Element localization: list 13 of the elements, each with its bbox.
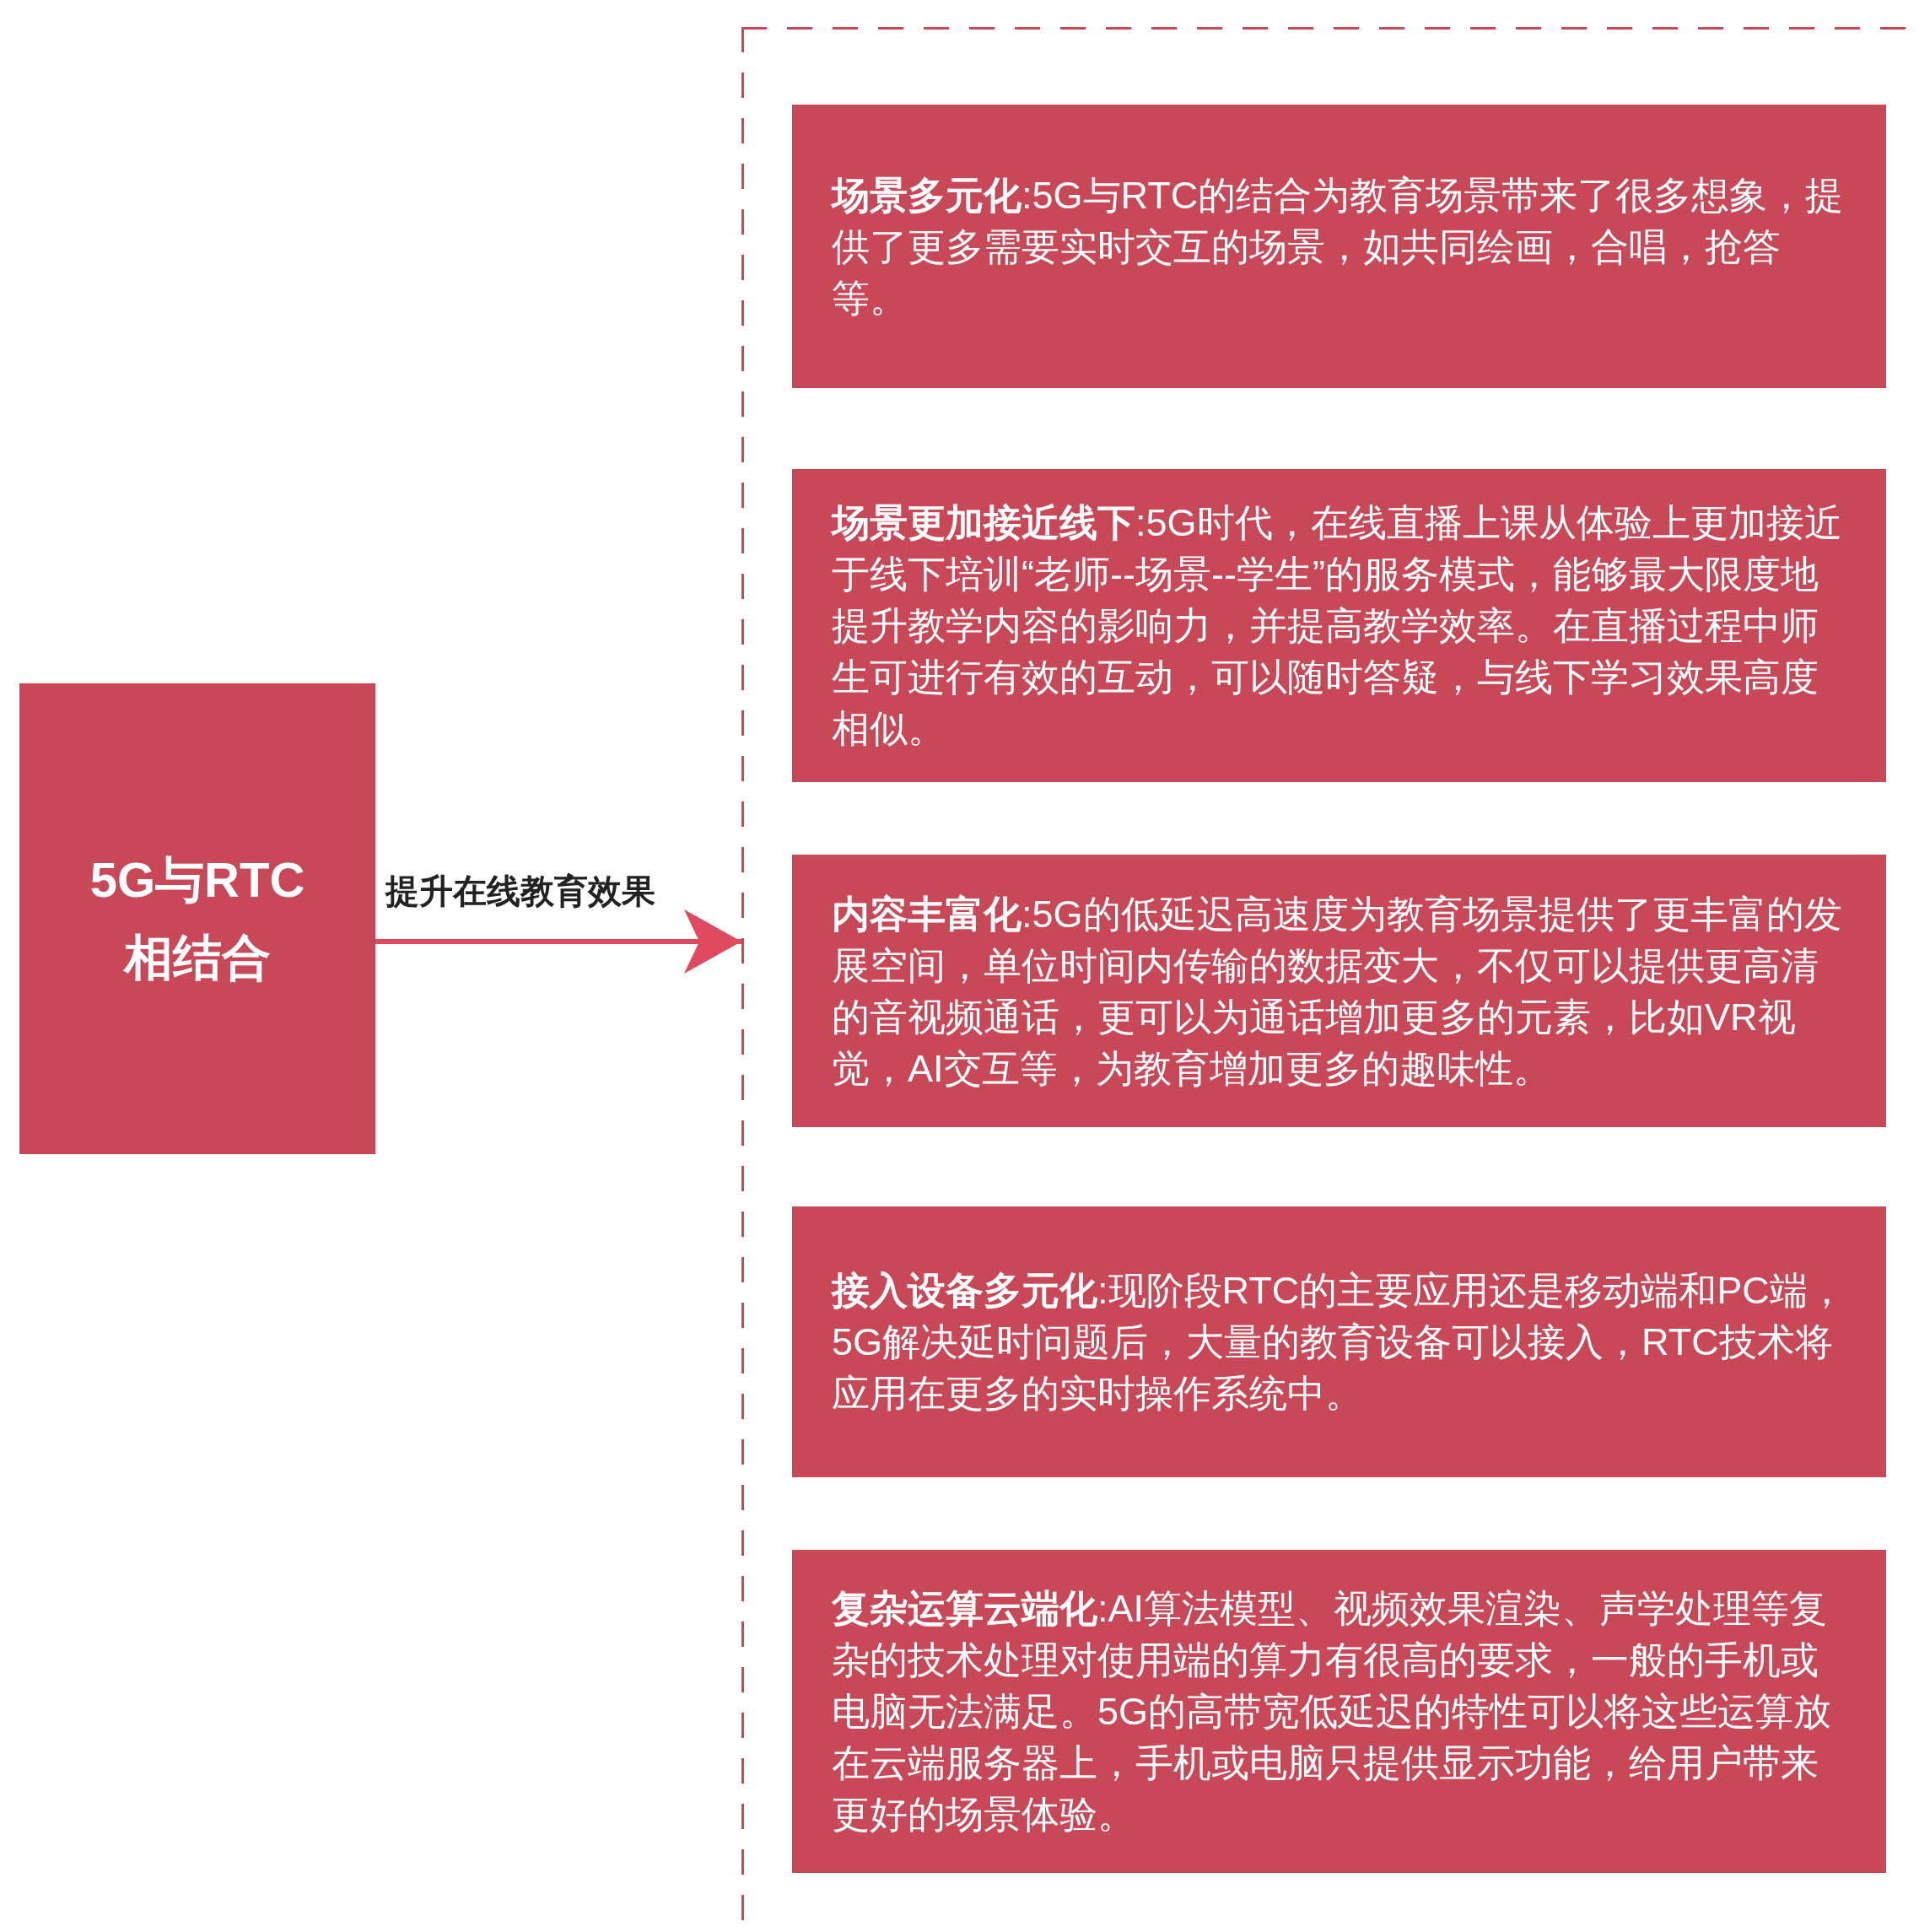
text-box — [792, 1550, 1886, 1873]
text-box — [792, 105, 1886, 388]
text-box — [792, 855, 1886, 1127]
box-text: 内容丰富化:5G的低延迟高速度为教育场景提供了更丰富的发展空间，单位时间内传输的数据变大，不仅可以提供更高清的音视频通话，更可以为通话增加更多的元素，比如VR视觉，AI交互等，为教育增加更多的趣味性。 — [832, 891, 1843, 1092]
box-text: 接入设备多元化:现阶段RTC的主要应用还是移动端和PC端，5G解决延时问题后，大量的教育设备可以接入，RTC技术将应用在更多的实时操作系统中。 — [832, 1268, 1846, 1417]
box-title: 5G与RTC相结合 — [89, 851, 306, 986]
text-box — [792, 1206, 1886, 1477]
process-box — [19, 683, 375, 1154]
box-text: 场景更加接近线下:5G时代，在线直播上课从体验上更加接近于线下培训“老师--场景--学生”的服务模式，能够最大限度地提升教学内容的影响力，并提高教学效率。在直播过程中师生可进行有效的互动，可以随时答疑，与线下学习效果高度相似。 — [832, 500, 1843, 752]
box-text: 场景多元化:5G与RTC的结合为教育场景带来了很多想象，提供了更多需要实时交互的场景，如共同绘画，合唱，抢答等。 — [832, 172, 1845, 321]
text-box — [792, 469, 1886, 782]
box-text: 复杂运算云端化:AI算法模型、视频效果渲染、声学处理等复杂的技术处理对使用端的算力有很高的要求，一般的手机或电脑无法满足。5G的高带宽低延迟的特性可以将这些运算放在云端服务器上，手机或电脑只提供显示功能，给用户带来更好的场景体验。 — [832, 1586, 1833, 1838]
arrow — [375, 909, 741, 974]
